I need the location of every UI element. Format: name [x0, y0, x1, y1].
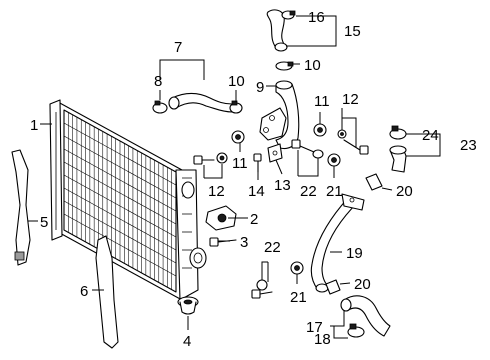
callout-21-bottom: 21 [290, 289, 307, 306]
nut-21-top [327, 153, 341, 167]
callout-21-top: 21 [326, 183, 343, 200]
callout-12-right: 12 [342, 91, 359, 108]
callout-labels: 1 2 3 4 5 6 7 8 9 10 10 11 11 12 12 13 1… [30, 9, 477, 350]
callout-8: 8 [154, 73, 162, 90]
callout-11-left: 11 [232, 155, 248, 172]
callout-12-left: 12 [208, 183, 225, 200]
callout-10-left: 10 [228, 73, 245, 90]
left-seal-clip [14, 251, 25, 261]
callout-14: 14 [248, 183, 265, 200]
callout-1: 1 [30, 117, 38, 134]
bolt-3 [209, 237, 237, 247]
clamp-16 [281, 10, 296, 20]
callout-7: 7 [174, 39, 182, 56]
callout-13: 13 [274, 177, 291, 194]
upper-hose [168, 92, 233, 113]
nut-21-bottom [290, 261, 304, 275]
callout-23: 23 [460, 137, 477, 154]
callout-10-top: 10 [304, 57, 321, 74]
bolt-12-right [337, 129, 369, 155]
nut-11-left [231, 130, 245, 144]
clip-20-lower [325, 279, 341, 295]
bolt-14 [253, 153, 262, 173]
callout-20-lower: 20 [354, 276, 371, 293]
callout-22-top: 22 [300, 183, 317, 200]
elbow-hose [389, 145, 407, 173]
callout-15: 15 [344, 23, 361, 40]
callout-3: 3 [240, 234, 248, 251]
grommet [177, 296, 199, 315]
callout-9: 9 [256, 79, 264, 96]
callout-19: 19 [346, 245, 363, 262]
leader-lines [28, 15, 441, 339]
clamp-18 [347, 323, 365, 338]
callout-24: 24 [422, 127, 439, 144]
radiator-fins [63, 110, 177, 292]
clamp-10-top [275, 61, 294, 71]
turbo-hose [266, 9, 288, 52]
callout-2: 2 [250, 211, 258, 228]
clamp-10-left [229, 100, 243, 114]
clamp-8 [152, 100, 168, 114]
lower-seal [95, 235, 119, 349]
nut-11-right [313, 123, 327, 137]
bracket-13 [267, 143, 283, 163]
clip-20-upper [365, 173, 383, 191]
radiator-core [49, 99, 207, 301]
mount-bracket [205, 205, 237, 231]
clamp-24 [389, 125, 407, 140]
callout-4: 4 [183, 333, 191, 350]
bolt-12-left [193, 152, 228, 165]
charge-pipe [259, 80, 300, 150]
lower-hose [340, 295, 391, 337]
callout-20-upper: 20 [396, 183, 413, 200]
callout-5: 5 [40, 214, 48, 231]
callout-16: 16 [308, 9, 325, 26]
callout-6: 6 [80, 283, 88, 300]
callout-11-right: 11 [314, 93, 330, 110]
bolt-22-top [291, 139, 324, 159]
bolt-22-bottom [251, 279, 273, 299]
callout-22-bottom: 22 [264, 239, 281, 256]
left-seal [11, 149, 31, 266]
callout-18: 18 [314, 331, 331, 348]
callout-17: 17 [306, 319, 323, 336]
